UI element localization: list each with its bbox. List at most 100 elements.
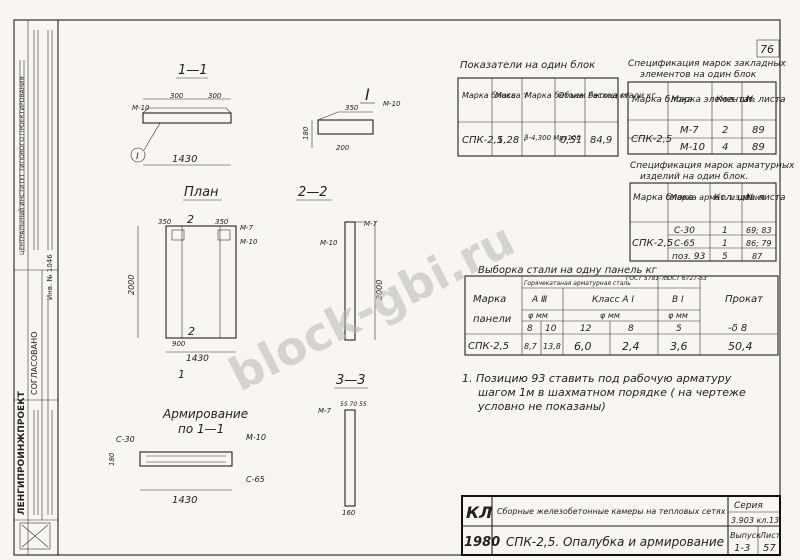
ind-h3: Марка бетона bbox=[525, 91, 584, 100]
steel-marka-2: панели bbox=[473, 314, 512, 325]
emb-r1-qty: 2 bbox=[722, 125, 728, 136]
sidebar-approved: СОГЛАСОВАНО bbox=[30, 332, 39, 395]
reb-h3: Кол. шт. bbox=[714, 193, 754, 203]
steel-phi-2: φ мм bbox=[600, 311, 620, 320]
label-c30: С-30 bbox=[116, 435, 135, 444]
steel-v4: 2,4 bbox=[622, 340, 640, 353]
dim-350: 350 bbox=[345, 104, 359, 112]
page-number: 76 bbox=[760, 43, 774, 56]
reb-h4: № листа bbox=[745, 193, 786, 203]
cut-mark-1-bottom: 1 bbox=[178, 368, 185, 381]
steel-v3: 6,0 bbox=[574, 340, 592, 353]
cut-mark-2-top: 2 bbox=[187, 213, 194, 226]
dim-2000-plan: 2000 bbox=[127, 275, 136, 295]
cut-mark-2-bottom: 2 bbox=[188, 325, 195, 338]
steel-phi-3: φ мм bbox=[668, 311, 688, 320]
reb-r2-sheet: 86; 79 bbox=[746, 239, 772, 248]
emb-caption-2: элементов на один блок bbox=[640, 70, 757, 80]
section-2-2: 2—2 М-7 М-10 2000 bbox=[296, 185, 384, 341]
reb-r1-el: С-30 bbox=[674, 226, 695, 236]
label-m7-s33: М-7 bbox=[318, 407, 332, 415]
title-vypusk-label: Выпуск bbox=[730, 531, 761, 540]
reb-r1-qty: 1 bbox=[722, 226, 728, 236]
table-rebar: Спецификация марок арматурных изделий на… bbox=[629, 161, 795, 262]
sidebar-logo bbox=[19, 522, 51, 550]
table-indicators-caption: Показатели на один блок bbox=[460, 59, 595, 71]
title-seria-value: 3.903 кл.13. bbox=[731, 516, 782, 525]
steel-d2: 10 bbox=[545, 324, 557, 334]
reb-h2: Марка армат. изделия bbox=[670, 193, 765, 202]
steel-caption: Выборка стали на одну панель кг bbox=[478, 264, 658, 276]
title-block: КЛ 1980 Сборные железобетонные камеры на… bbox=[461, 495, 782, 556]
ind-r2: 1,28 bbox=[497, 135, 519, 146]
steel-class-b1: В I bbox=[672, 295, 684, 305]
steel-v1: 8,7 bbox=[524, 342, 538, 351]
title-list-label: Лист bbox=[759, 531, 781, 540]
dim-300b: 300 bbox=[208, 92, 222, 100]
dim-2000-s22: 2000 bbox=[375, 280, 384, 300]
slab-profile bbox=[142, 112, 232, 124]
detail-one: I 350 М-10 180 200 bbox=[302, 85, 401, 152]
title-description: Сборные железобетонные камеры на тепловы… bbox=[497, 507, 726, 516]
title-vypusk-value: 1-3 bbox=[734, 543, 750, 554]
callout-circle-one bbox=[130, 147, 146, 163]
label-m10-s22: М-10 bbox=[320, 239, 338, 247]
dim-900-plan: 900 bbox=[172, 340, 186, 348]
plan-title: План bbox=[184, 185, 219, 200]
dim-180-detail: 180 bbox=[302, 126, 310, 140]
steel-row-marka: СПК-2,5 bbox=[468, 341, 509, 352]
emb-r2-sheet: 89 bbox=[752, 142, 765, 153]
label-m10-arm: М-10 bbox=[246, 433, 266, 442]
steel-gost2: ГОСТ 6727-53 bbox=[664, 275, 707, 282]
dim-160-s33: 160 bbox=[342, 509, 356, 517]
reinforcement-title-1: Армирование bbox=[162, 407, 248, 421]
table-indicators: Показатели на один блок Марка блока Масс… bbox=[457, 59, 658, 157]
emb-caption-1: Спецификация марок закладных bbox=[628, 59, 786, 69]
steel-v2: 13,8 bbox=[543, 342, 561, 351]
sidebar-stamp-lines bbox=[19, 30, 53, 250]
section-1-1: 1—1 300 300 М-10 1430 I bbox=[130, 63, 232, 166]
reb-r3-sheet: 87 bbox=[752, 252, 763, 261]
dim-350-plan-left: 350 bbox=[158, 218, 172, 226]
steel-d4: 8 bbox=[628, 324, 634, 334]
title-kd: КЛ bbox=[466, 503, 492, 522]
steel-v6: 50,4 bbox=[728, 340, 753, 353]
dim-300a: 300 bbox=[170, 92, 184, 100]
section-3-3-title: 3—3 bbox=[336, 373, 366, 388]
label-c65: С-65 bbox=[246, 475, 265, 484]
sidebar-stamps: СОГЛАСОВАНО ЛЕНГИПРОИНЖПРОЕКТ ЦЕНТРАЛЬНЫ… bbox=[14, 20, 58, 555]
emb-block: СПК-2,5 bbox=[631, 134, 672, 145]
label-m7-s22: М-7 bbox=[364, 220, 378, 228]
title-year: 1980 bbox=[464, 535, 500, 550]
section-2-2-title: 2—2 bbox=[298, 185, 328, 200]
label-m10-plan: М-10 bbox=[240, 238, 258, 246]
reinforcement-title-2: по 1—1 bbox=[178, 422, 224, 436]
dim-350-plan-right: 350 bbox=[215, 218, 229, 226]
plan-view: План 350 350 М-7 М-10 2000 1430 900 2 2 … bbox=[127, 185, 258, 381]
emb-h2: Марка элемента bbox=[671, 95, 749, 105]
emb-r1-el: М-7 bbox=[680, 125, 699, 136]
dim-200-detail: 200 bbox=[336, 144, 350, 152]
reinforcement-profile bbox=[139, 451, 233, 467]
dim-55-70-55: 55 70 55 bbox=[340, 401, 367, 408]
steel-v5: 3,6 bbox=[670, 340, 688, 353]
reb-r3-qty: 5 bbox=[722, 252, 728, 262]
ind-r5: 84,9 bbox=[590, 135, 612, 146]
steel-d1: 8 bbox=[527, 324, 533, 334]
ind-h5: Расход стали кг. bbox=[588, 91, 658, 100]
reb-caption-2: изделий на один блок. bbox=[640, 172, 748, 182]
emb-r2-el: М-10 bbox=[680, 142, 705, 153]
title-list-value: 57 bbox=[763, 543, 776, 554]
title-seria-label: Серия bbox=[734, 501, 763, 511]
section-1-1-title: 1—1 bbox=[178, 63, 208, 78]
reb-r1-sheet: 69; 83 bbox=[746, 226, 772, 235]
steel-d5: 5 bbox=[676, 324, 682, 334]
emb-r2-qty: 4 bbox=[722, 142, 728, 153]
section-2-2-profile bbox=[344, 221, 356, 341]
reb-h1: Марка блока bbox=[633, 193, 694, 203]
outer-frame bbox=[13, 19, 781, 556]
emb-h3: Кол. шт. bbox=[716, 95, 756, 105]
dim-1430-arm: 1430 bbox=[172, 495, 197, 506]
